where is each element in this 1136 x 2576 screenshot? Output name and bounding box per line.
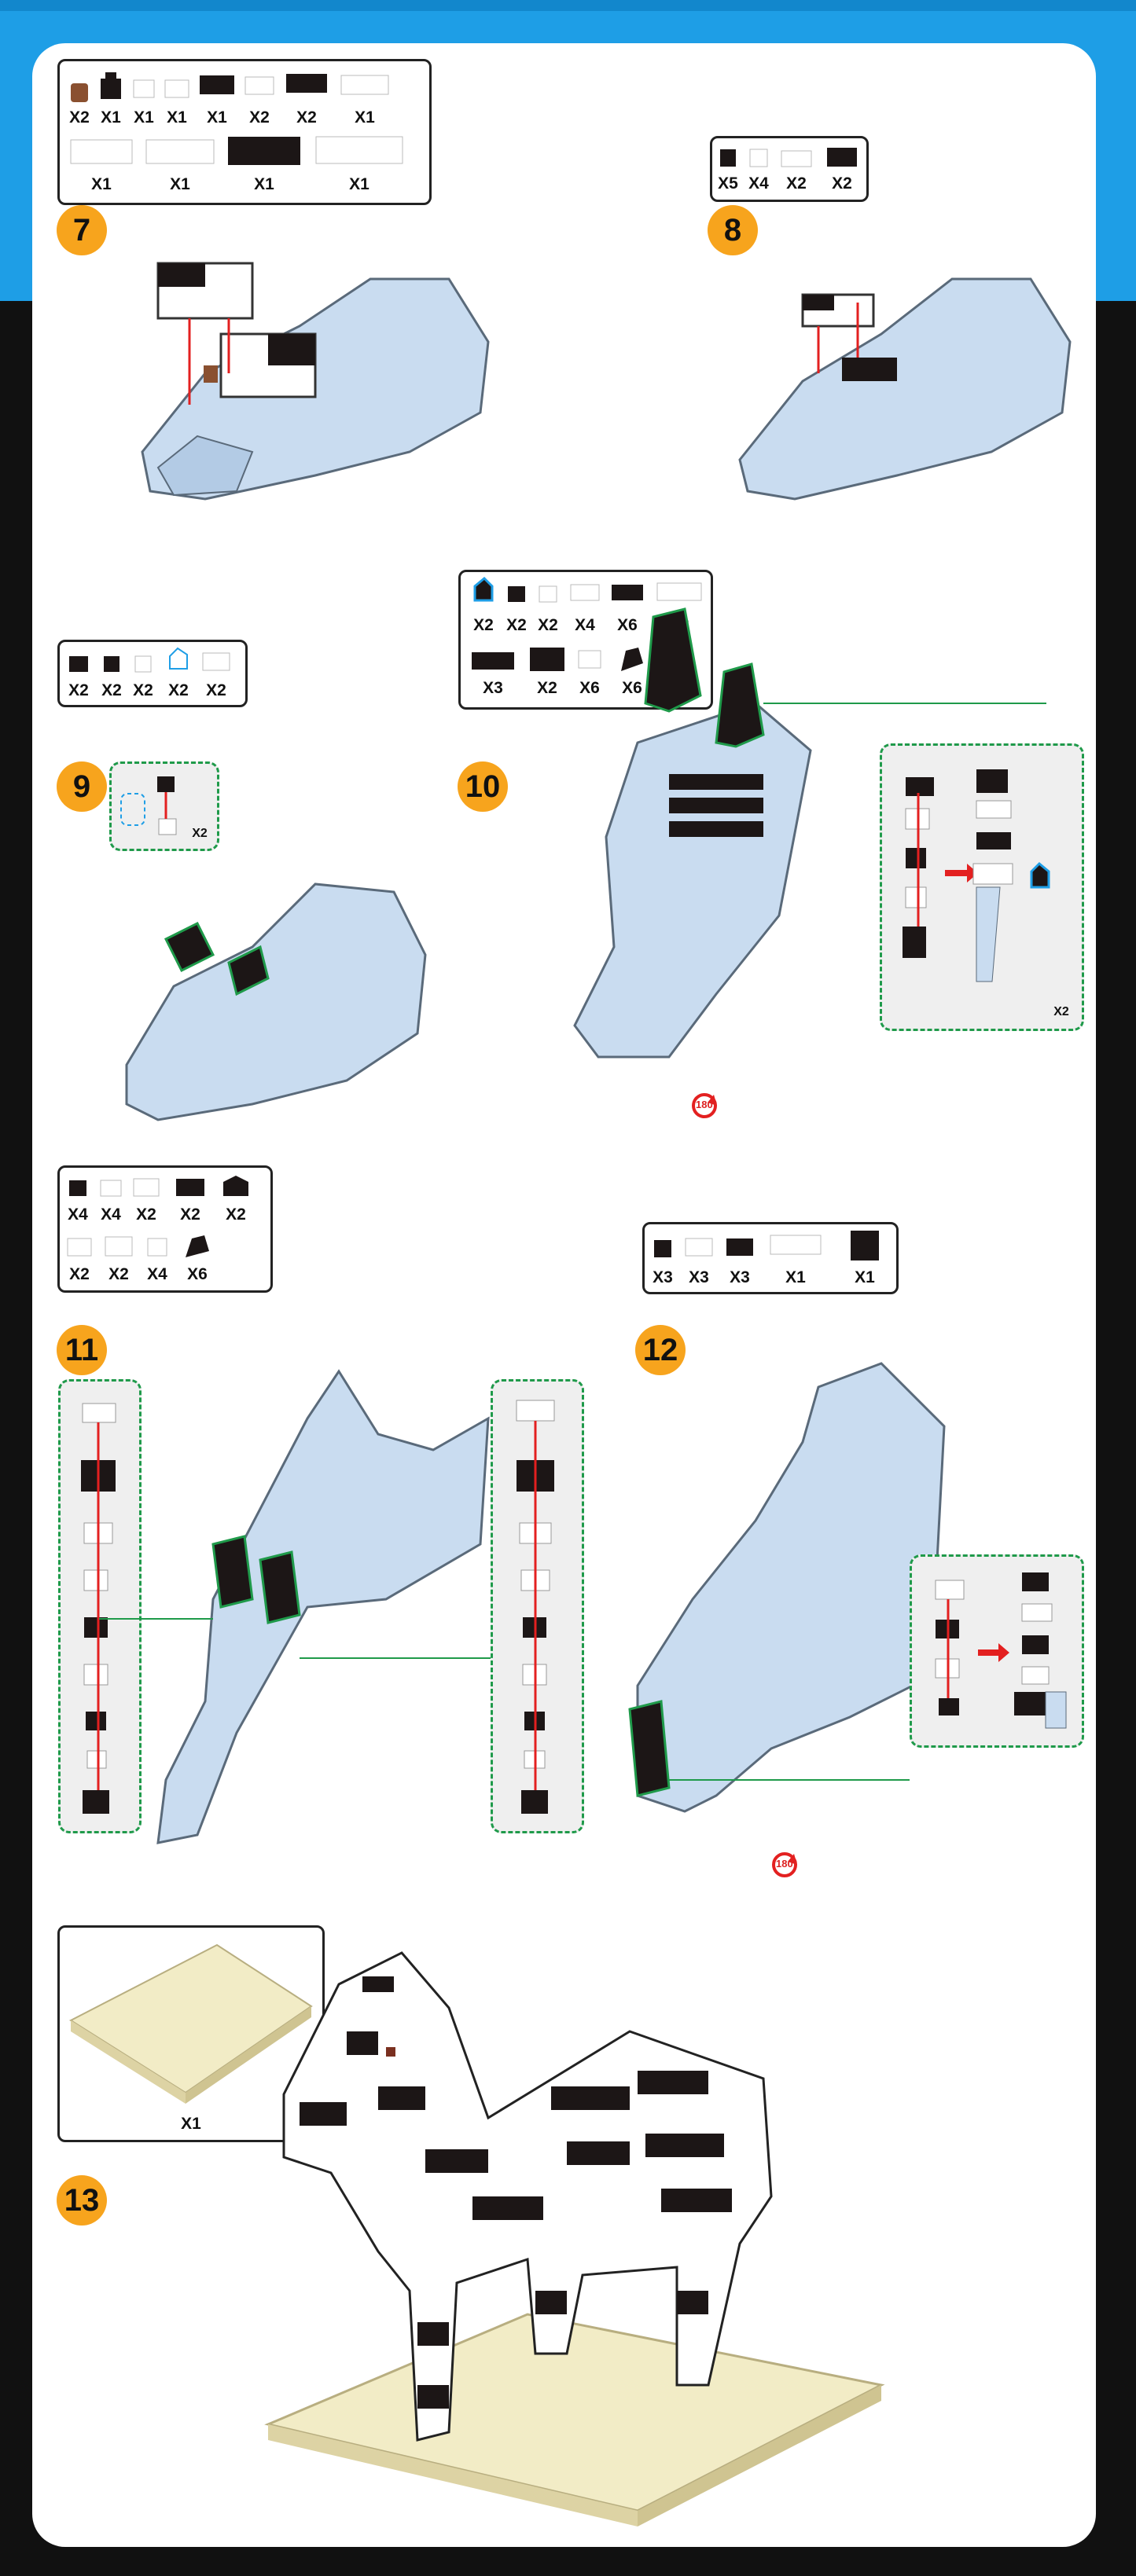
step-7-number: 7 <box>57 205 107 255</box>
step-7-part-qty: X1 <box>91 175 112 193</box>
step-8-part-qty: X2 <box>832 174 852 193</box>
step-13-parts-box: X1 <box>57 1925 325 2142</box>
step-9-part-qty: X2 <box>68 681 89 699</box>
step-11-right-callout-illustration <box>516 1400 555 1814</box>
step-7-part-qty: X2 <box>296 108 317 127</box>
step-11-part-qty: X2 <box>226 1205 246 1224</box>
step-9-parts-icons <box>69 647 230 673</box>
step-12-rotation-label: 180° <box>776 1858 797 1870</box>
step-10-part-qty: X3 <box>483 679 503 697</box>
step-8-part-qty: X4 <box>748 174 769 193</box>
step-10-rotation-label: 180° <box>696 1099 717 1110</box>
step-9-callout-illustration <box>120 776 177 835</box>
step-9-part-qty: X2 <box>133 681 153 699</box>
step-10-callout-illustration <box>903 769 1050 982</box>
step-11-part-qty: X2 <box>136 1205 156 1224</box>
step-7-part-qty: X2 <box>69 108 90 127</box>
step-9-part-qty: X2 <box>206 681 226 699</box>
step-7-assembly-illustration <box>141 262 490 501</box>
zebra-final-model-illustration <box>264 1951 885 2526</box>
step-10-callout: X2 <box>880 743 1084 1031</box>
step-10-part-qty: X2 <box>473 616 494 634</box>
step-12-part-qty: X3 <box>730 1268 750 1286</box>
step-12-callout <box>910 1554 1084 1748</box>
instruction-sheet: X2 X1 X1 X1 X1 X2 X2 X1 X1 X1 X1 X1 7 <box>32 43 1096 2547</box>
step-12-part-qty: X3 <box>653 1268 673 1286</box>
step-9-part-qty: X2 <box>168 681 189 699</box>
step-12-assembly-illustration <box>628 1362 946 1813</box>
step-7-part-qty: X1 <box>101 108 121 127</box>
step-8-number: 8 <box>708 205 758 255</box>
step-9-number: 9 <box>57 761 107 812</box>
step-12-part-qty: X3 <box>689 1268 709 1286</box>
step-7-part-qty: X1 <box>254 175 274 193</box>
step-10-part-qty: X2 <box>506 616 527 634</box>
step-10-number: 10 <box>458 761 508 812</box>
step-11-part-qty: X4 <box>68 1205 88 1224</box>
step-12-part-qty: X1 <box>855 1268 875 1286</box>
step-11-assembly-illustration <box>99 1369 491 1844</box>
step-7-parts-icons <box>70 72 403 165</box>
step-8-parts-box: X5 X4 X2 X2 <box>710 136 869 202</box>
step-9-parts-box: X2 X2 X2 X2 X2 <box>57 640 248 707</box>
step-7-parts-box: X2 X1 X1 X1 X1 X2 X2 X1 X1 X1 X1 X1 <box>57 59 432 205</box>
step-11-part-qty: X6 <box>187 1265 208 1283</box>
step-12-number: 12 <box>635 1325 686 1375</box>
step-12-callout-illustration <box>935 1572 1067 1729</box>
step-12-parts-box: X3 X3 X3 X1 X1 <box>642 1222 899 1294</box>
step-10-parts-icons <box>472 576 702 671</box>
step-10-part-qty: X2 <box>538 616 558 634</box>
step-11-part-qty: X2 <box>180 1205 200 1224</box>
step-11-parts-box: X4 X4 X2 X2 X2 X2 X2 X4 X6 <box>57 1165 273 1293</box>
step-11-parts-icons <box>67 1176 248 1257</box>
step-7-part-qty: X2 <box>249 108 270 127</box>
step-10-part-qty: X6 <box>622 679 642 697</box>
step-11-part-qty: X2 <box>108 1265 129 1283</box>
step-11-right-callout <box>491 1379 584 1833</box>
step-8-part-qty: X2 <box>786 174 807 193</box>
step-9-callout: X2 <box>109 761 219 851</box>
step-11-part-qty: X4 <box>147 1265 167 1283</box>
step-7-part-qty: X1 <box>355 108 375 127</box>
step-10-part-qty: X4 <box>575 616 595 634</box>
rotate-180-icon <box>692 1093 717 1118</box>
step-10-part-qty: X6 <box>579 679 600 697</box>
step-10-callout-qty: X2 <box>1053 1005 1069 1018</box>
step-11-left-callout-illustration <box>81 1403 116 1814</box>
step-13-number: 13 <box>57 2175 107 2226</box>
step-10-part-qty: X2 <box>537 679 557 697</box>
rotate-180-icon <box>772 1852 797 1877</box>
step-10-part-qty: X6 <box>617 616 638 634</box>
step-12-part-qty: X1 <box>785 1268 806 1286</box>
step-9-assembly-illustration <box>125 883 427 1121</box>
step-7-part-qty: X1 <box>349 175 369 193</box>
step-8-parts-icons <box>720 148 857 167</box>
step-10-assembly-illustration <box>573 607 1046 1059</box>
step-7-part-qty: X1 <box>134 108 154 127</box>
step-11-left-callout <box>58 1379 142 1833</box>
step-11-part-qty: X4 <box>101 1205 121 1224</box>
step-11-part-qty: X2 <box>69 1265 90 1283</box>
step-12-parts-icons <box>654 1231 879 1260</box>
step-8-assembly-illustration <box>738 277 1072 501</box>
step-7-part-qty: X1 <box>207 108 227 127</box>
step-8-part-qty: X5 <box>718 174 738 193</box>
step-13-part-qty: X1 <box>181 2115 201 2133</box>
step-11-number: 11 <box>57 1325 107 1375</box>
step-9-callout-qty: X2 <box>192 827 208 840</box>
step-7-part-qty: X1 <box>167 108 187 127</box>
step-7-part-qty: X1 <box>170 175 190 193</box>
step-9-part-qty: X2 <box>101 681 122 699</box>
baseplate-icon <box>68 1943 313 2104</box>
